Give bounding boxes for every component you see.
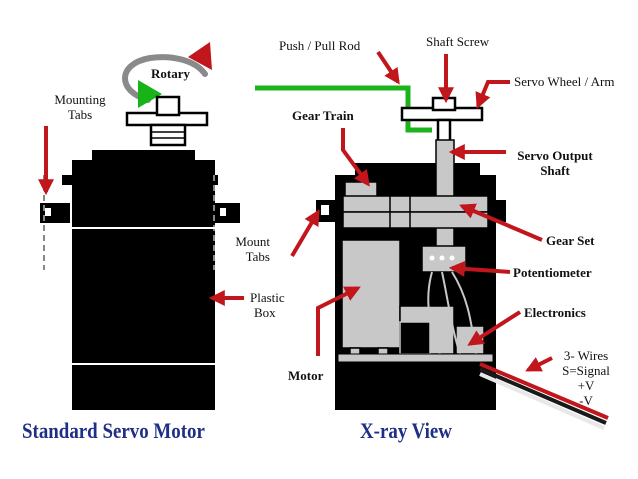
xray-servo — [255, 85, 609, 430]
mount-tabs-line-2: Tabs — [245, 249, 270, 264]
callout-arrows — [38, 50, 553, 372]
wires-line-2: S=Signal — [562, 363, 610, 378]
servo-shaft — [149, 123, 187, 147]
potentiometer-label: Potentiometer — [513, 265, 592, 280]
wires-label: 3- Wires S=Signal +V -V — [548, 348, 624, 408]
servo-output-shaft-line-2: Shaft — [540, 163, 570, 178]
standard-servo-caption: Standard Servo Motor — [22, 418, 205, 443]
mount-tabs-line-1: Mount — [235, 234, 270, 249]
wire-black — [479, 367, 607, 425]
standard-servo — [40, 42, 240, 410]
wires-line-3: +V — [577, 378, 595, 393]
gear-train-label: Gear Train — [292, 108, 354, 123]
rotary-green-arrow-icon — [138, 80, 162, 108]
mount-tabs-label: Mount Tabs — [224, 234, 270, 264]
rotary-red-arrow-icon — [188, 42, 212, 70]
mounting-tabs-label: Mounting Tabs — [40, 92, 120, 122]
rotary-arc — [122, 54, 208, 103]
xray-view-caption: X-ray View — [360, 418, 452, 443]
motor-label: Motor — [288, 368, 324, 383]
wire-white — [479, 372, 605, 430]
gear-set-label: Gear Set — [546, 233, 595, 248]
gear-set-lower — [342, 211, 489, 229]
rotary-label: Rotary — [151, 66, 190, 81]
servo-wheel-arm-label: Servo Wheel / Arm — [514, 74, 615, 89]
wires-line-1: 3- Wires — [563, 348, 609, 363]
wire-red — [479, 362, 609, 420]
servo-wheel-hub — [155, 95, 181, 117]
electronics-label: Electronics — [524, 305, 586, 320]
right-mount-tab — [214, 203, 240, 223]
servo-body — [72, 150, 215, 410]
mounting-tabs-line-1: Mounting — [54, 92, 106, 107]
servo-output-shaft-line-1: Servo Output — [517, 148, 593, 163]
mounting-tabs-line-2: Tabs — [67, 107, 93, 122]
motor-block — [341, 239, 401, 349]
push-pull-rod-label: Push / Pull Rod — [279, 38, 361, 53]
plastic-box-line-2: Box — [254, 305, 276, 320]
plastic-box-label: Plastic Box — [250, 290, 285, 320]
wires-line-4: -V — [579, 393, 593, 408]
servo-output-shaft-label: Servo Output Shaft — [505, 148, 605, 178]
shaft-screw-label: Shaft Screw — [426, 34, 490, 49]
plastic-box-line-1: Plastic — [250, 290, 285, 305]
